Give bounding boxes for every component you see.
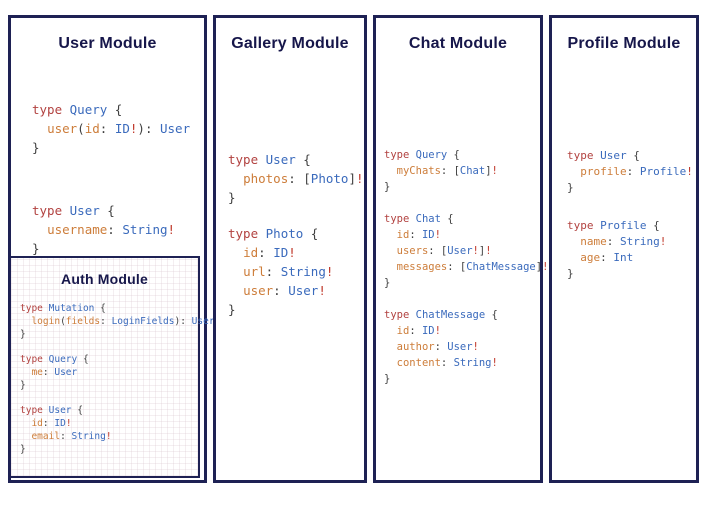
code-line: messages: [ChatMessage]!	[396, 261, 549, 273]
code-line: name: String!	[580, 235, 667, 248]
code-line: username: String!	[47, 222, 176, 237]
code-line: type Chat {	[384, 213, 454, 225]
user-module-title: User Module	[58, 35, 157, 52]
code-line: type User {	[20, 405, 83, 416]
code-line: users: [User!]!	[396, 245, 492, 257]
code-block: type User { profile: Profile!}	[567, 148, 694, 196]
code-line: }	[567, 267, 574, 280]
profile-module-code: type User { profile: Profile!}type Profi…	[552, 55, 696, 282]
code-line: type Photo {	[228, 226, 319, 241]
panel-chat-module: Chat Module type Query { myChats: [Chat]…	[373, 15, 549, 483]
code-line: }	[20, 329, 26, 340]
code-line: url: String!	[243, 264, 334, 279]
panel-gallery-module: Gallery Module type User { photos: [Phot…	[213, 15, 367, 483]
code-line: email: String!	[31, 431, 112, 442]
code-line: profile: Profile!	[580, 165, 693, 178]
code-line: }	[32, 140, 40, 155]
code-line: user: User!	[243, 283, 326, 298]
code-line: }	[228, 190, 236, 205]
code-line: }	[384, 277, 391, 289]
auth-module-code: type Mutation { login(fields: LoginField…	[11, 288, 215, 456]
code-line: type Query {	[20, 354, 89, 365]
code-block: type User { photos: [Photo]!}	[228, 150, 364, 207]
code-line: age: Int	[580, 251, 634, 264]
user-module-code: type Query { user(id: ID!): User}type Us…	[11, 55, 204, 258]
code-line: }	[228, 302, 236, 317]
code-line: author: User!	[396, 341, 479, 353]
chat-module-title: Chat Module	[408, 35, 508, 52]
code-block: type Profile { name: String! age: Int}	[567, 218, 694, 282]
code-block: type Mutation { login(fields: LoginField…	[20, 302, 215, 341]
auth-module-title: Auth Module	[61, 271, 148, 287]
code-line: me: User	[31, 367, 78, 378]
gallery-module-code: type User { photos: [Photo]!}type Photo …	[216, 55, 364, 319]
code-block: type Chat { id: ID! users: [User!]! mess…	[384, 211, 549, 291]
code-line: type User {	[228, 152, 311, 167]
code-line: id: ID!	[31, 418, 72, 429]
code-block: type Query { user(id: ID!): User}	[32, 100, 200, 157]
code-line: }	[567, 181, 574, 194]
code-line: }	[20, 380, 26, 391]
code-line: login(fields: LoginFields): User	[31, 316, 215, 327]
code-block: type Photo { id: ID! url: String! user: …	[228, 224, 360, 319]
code-line: id: ID!	[396, 229, 441, 241]
code-block: type ChatMessage { id: ID! author: User!…	[384, 307, 538, 387]
code-line: content: String!	[396, 357, 498, 369]
code-line: }	[384, 181, 391, 193]
code-line: }	[20, 444, 26, 455]
code-line: user(id: ID!): User	[47, 121, 191, 136]
code-line: type User {	[32, 203, 115, 218]
panel-profile-module: Profile Module type User { profile: Prof…	[549, 15, 699, 483]
code-line: type Profile {	[567, 219, 660, 232]
code-block: type Query { myChats: [Chat]!}	[384, 147, 538, 195]
code-line: }	[32, 241, 40, 256]
profile-module-title: Profile Module	[567, 35, 681, 52]
panel-user-module: User Module type Query { user(id: ID!): …	[8, 15, 215, 483]
code-line: type Query {	[32, 102, 123, 117]
chat-module-code: type Query { myChats: [Chat]!}type Chat …	[376, 55, 549, 387]
code-block: type Query { me: User}	[20, 353, 196, 392]
code-block: type User { username: String!}	[32, 201, 200, 258]
code-line: type Query {	[384, 149, 460, 161]
code-line: type User {	[567, 149, 640, 162]
code-line: id: ID!	[243, 245, 296, 260]
code-block: type User { id: ID! email: String!}	[20, 404, 196, 456]
code-line: type ChatMessage {	[384, 309, 498, 321]
code-line: myChats: [Chat]!	[396, 165, 498, 177]
code-line: }	[384, 373, 391, 385]
code-line: photos: [Photo]!	[243, 171, 364, 186]
code-line: id: ID!	[396, 325, 441, 337]
code-line: type Mutation {	[20, 303, 106, 314]
gallery-module-title: Gallery Module	[231, 35, 349, 52]
panel-auth-module: Auth Module type Mutation { login(fields…	[9, 256, 215, 478]
